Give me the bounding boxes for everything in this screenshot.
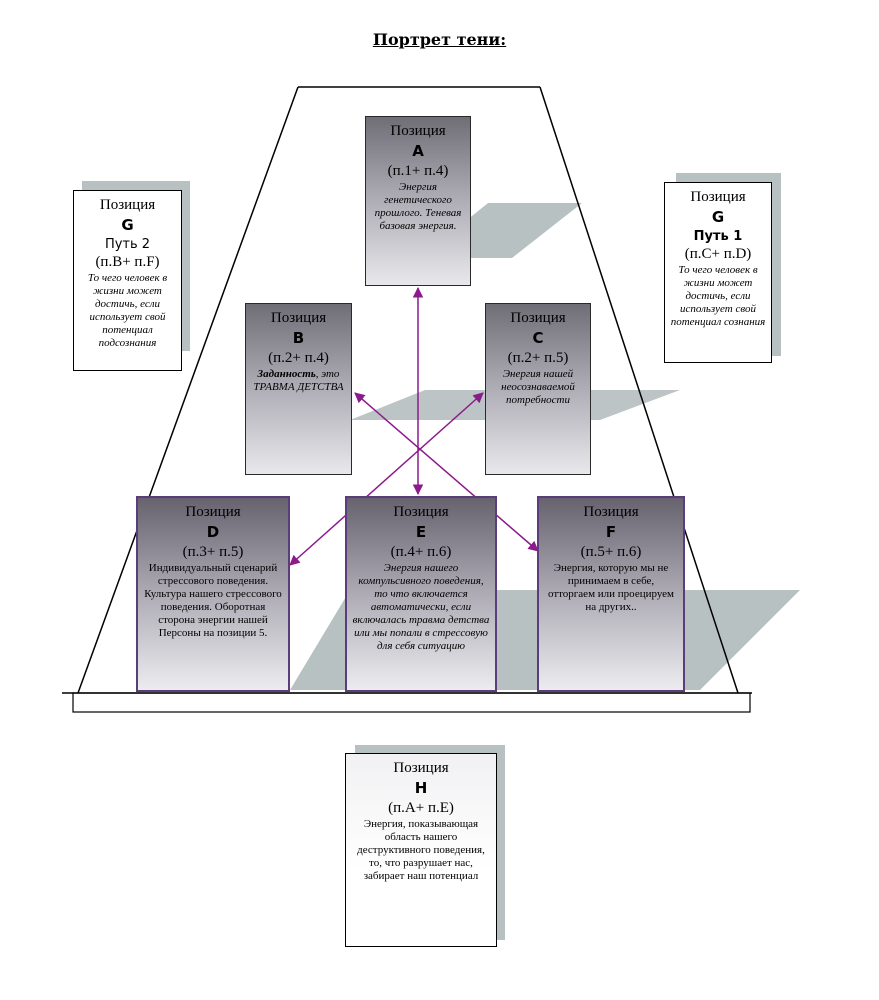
position-description: Энергия нашего компульсивного поведения,…: [352, 562, 490, 652]
position-h-box: Позиция H (п.A+ п.E) Энергия, показывающ…: [345, 753, 497, 947]
position-b-box: Позиция B (п.2+ п.4) Заданность, это ТРА…: [245, 303, 352, 475]
position-description: Энергия нашей неосознаваемой потребности: [501, 368, 575, 406]
position-f-box: Позиция F (п.5+ п.6) Энергия, которую мы…: [537, 496, 685, 692]
position-formula: (п.3+ п.5): [182, 544, 244, 560]
position-label: Позиция: [390, 123, 446, 139]
position-formula: (п.5+ п.6): [580, 544, 642, 560]
position-description: Индивидуальный сценарий стрессового пове…: [144, 562, 282, 639]
position-label: Позиция: [583, 504, 639, 520]
position-formula: (п.A+ п.E): [388, 800, 454, 816]
position-description: Энергия, показывающая область нашего дес…: [357, 818, 485, 882]
trapezoid-left-edge: [77, 86, 299, 694]
position-letter: G: [121, 216, 134, 234]
position-g-path2-box: Позиция G Путь 2 (п.B+ п.F) То чего чело…: [73, 190, 182, 371]
position-c-box: Позиция C (п.2+ п.5) Энергия нашей неосо…: [485, 303, 591, 475]
position-letter: H: [414, 779, 428, 797]
position-a-box: Позиция A (п.1+ п.4) Энергия генетическо…: [365, 116, 471, 286]
position-letter: C: [532, 329, 544, 347]
base-rect: [72, 692, 751, 713]
position-description: То чего человек в жизни может достичь, е…: [87, 272, 168, 349]
position-description: Энергия генетического прошлого. Теневая …: [374, 181, 462, 232]
position-d-box: Позиция D (п.3+ п.5) Индивидуальный сцен…: [136, 496, 290, 692]
position-label: Позиция: [510, 310, 566, 326]
diagram-title: Портрет тени:: [372, 30, 507, 49]
position-label: Позиция: [690, 189, 746, 205]
trapezoid-right-edge: [539, 86, 739, 694]
position-g-path1-box: Позиция G Путь 1 (п.C+ п.D) То чего чело…: [664, 182, 772, 363]
position-description: Энергия, которую мы не принимаем в себе,…: [547, 562, 675, 613]
position-formula: (п.B+ п.F): [95, 254, 160, 270]
position-label: Позиция: [185, 504, 241, 520]
position-formula: (п.C+ п.D): [684, 246, 752, 262]
position-description-rest: , это ТРАВМА ДЕТСТВА: [253, 368, 344, 393]
position-formula: (п.2+ п.5): [507, 350, 569, 366]
position-formula: (п.2+ п.4): [268, 350, 329, 366]
position-e-box: Позиция E (п.4+ п.6) Энергия нашего комп…: [345, 496, 497, 692]
position-label: Позиция: [393, 504, 449, 520]
position-letter: A: [412, 142, 424, 160]
position-letter: G: [711, 208, 725, 226]
position-label: Позиция: [99, 197, 156, 213]
position-description-bold: Заданность: [257, 368, 316, 380]
position-formula: (п.4+ п.6): [390, 544, 452, 560]
position-formula: (п.1+ п.4): [387, 163, 449, 179]
position-letter: B: [292, 329, 305, 347]
position-label: Позиция: [393, 760, 449, 776]
position-description: То чего человек в жизни может достичь, е…: [670, 264, 766, 328]
position-letter: E: [415, 523, 427, 541]
position-label: Позиция: [270, 310, 327, 326]
position-letter: D: [206, 523, 220, 541]
arrow-c-d: [289, 392, 484, 566]
position-path: Путь 1: [693, 229, 743, 244]
position-letter: F: [605, 523, 617, 541]
position-path: Путь 2: [104, 237, 151, 252]
position-description: Заданность, это ТРАВМА ДЕТСТВА: [250, 368, 347, 394]
